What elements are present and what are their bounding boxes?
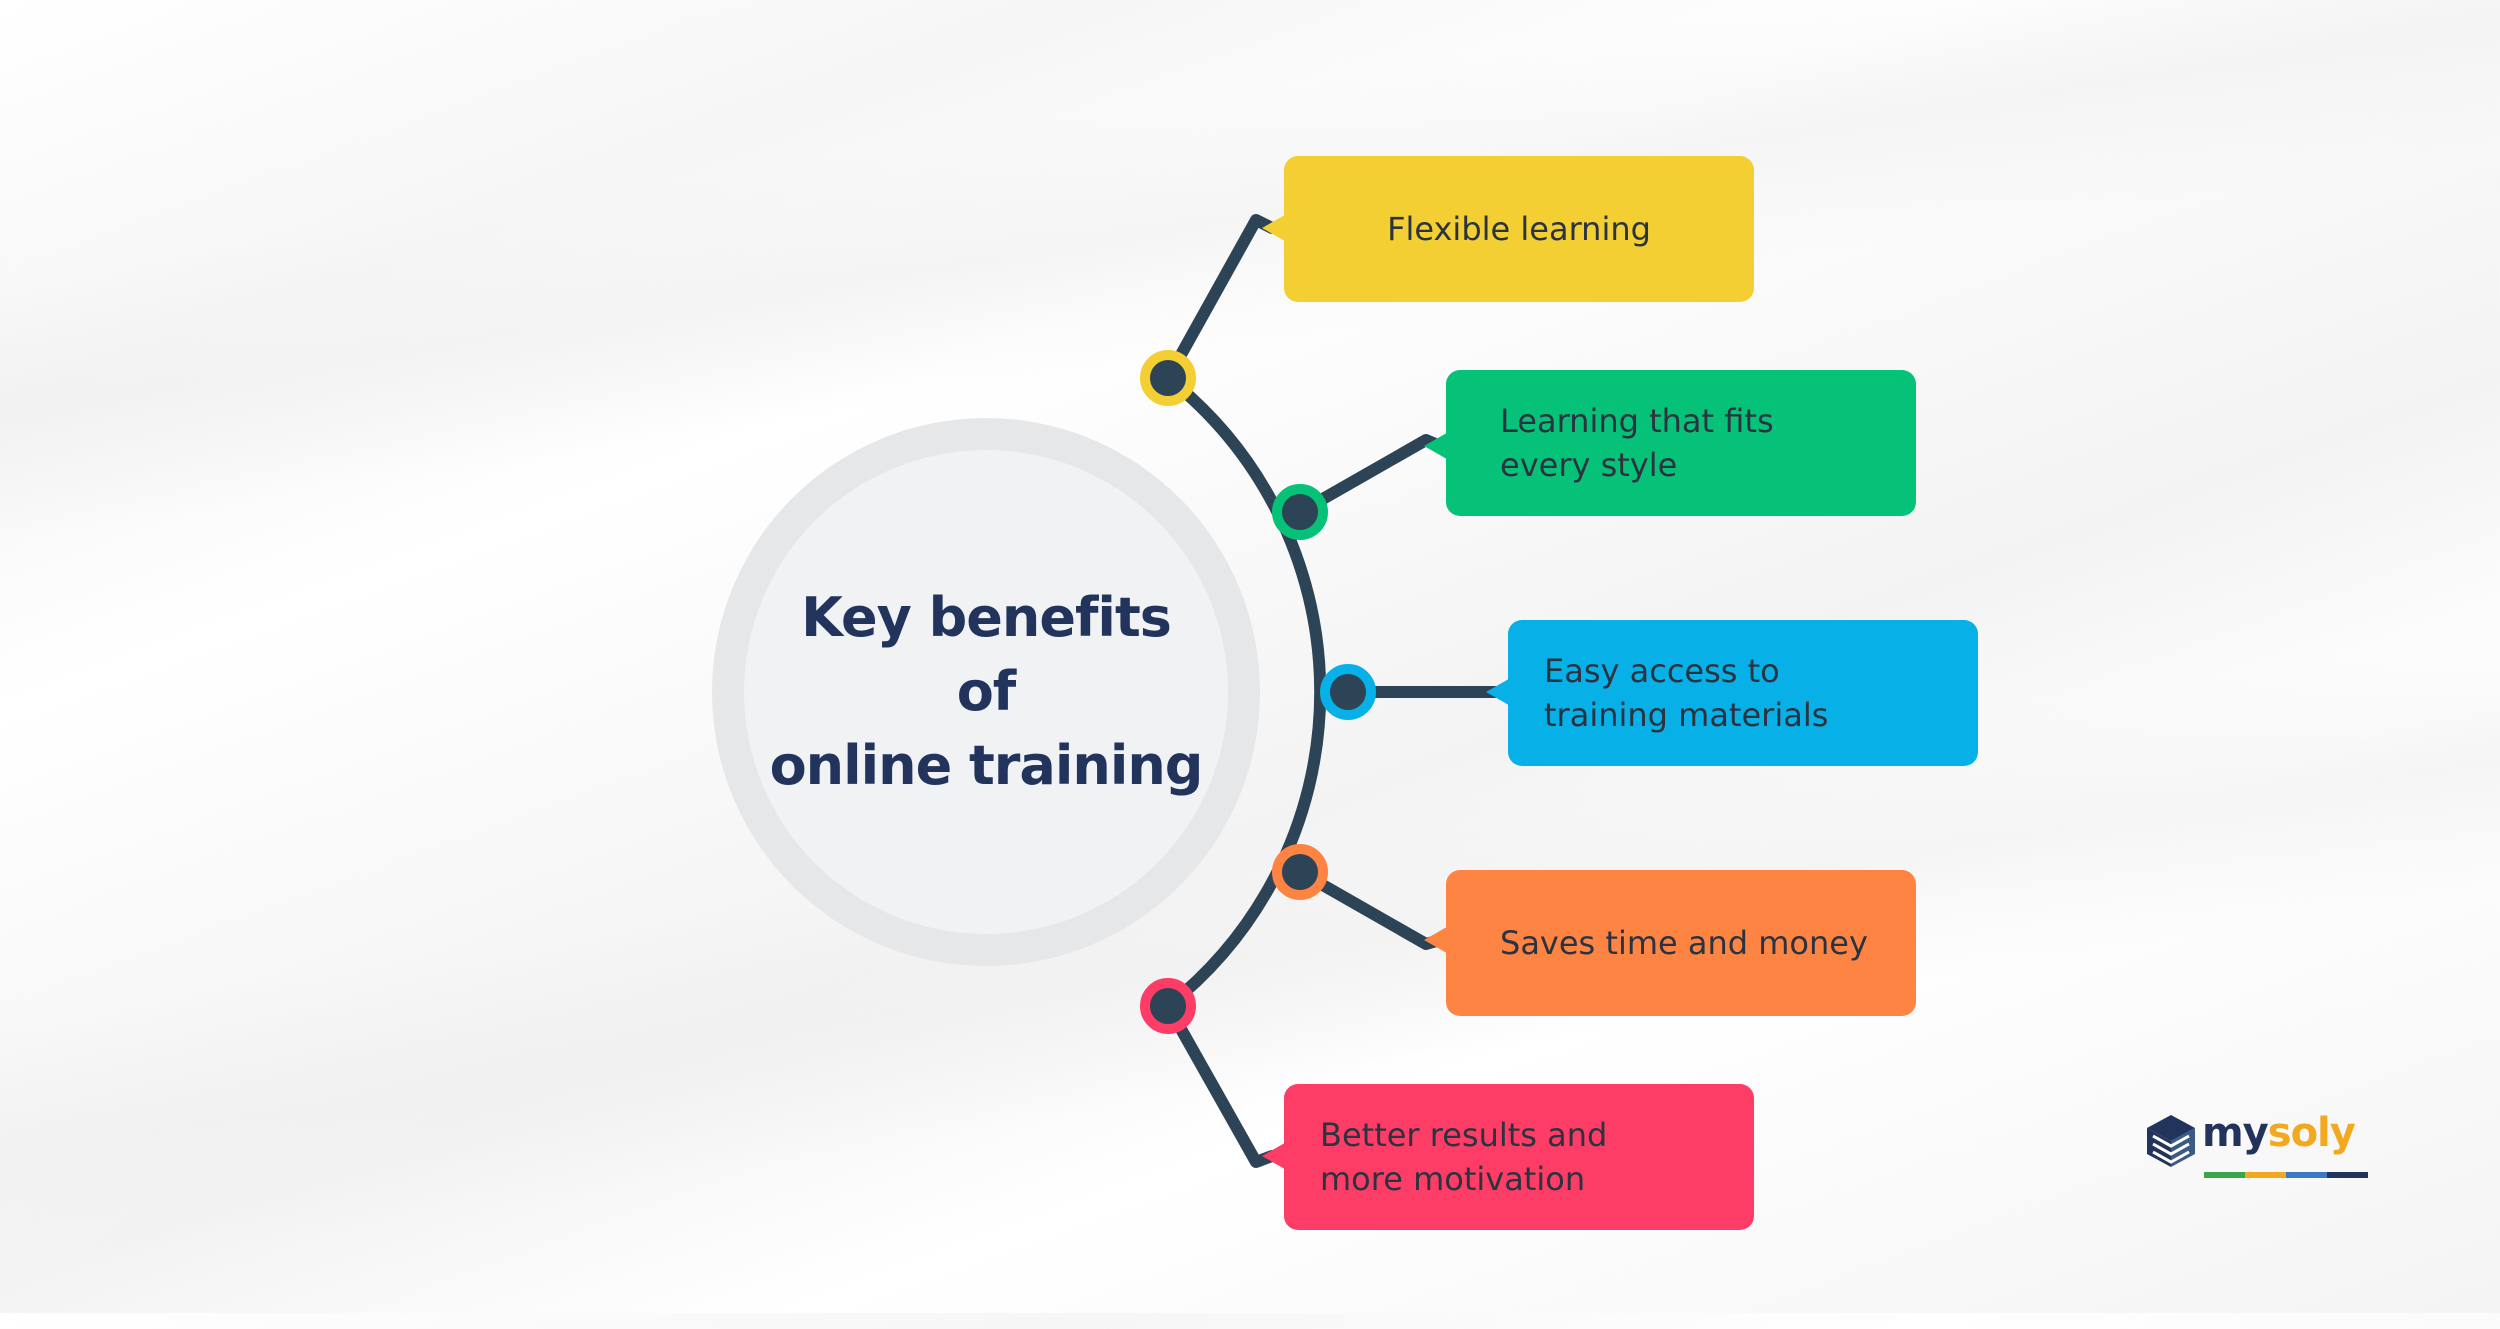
node-4	[1272, 844, 1328, 900]
benefit-box-better-results: Better results and more motivation	[1284, 1084, 1754, 1230]
node-1	[1140, 350, 1196, 406]
pointer-5	[1262, 1140, 1290, 1172]
brand-bar-segment	[2204, 1172, 2245, 1178]
benefit-label: Flexible learning	[1387, 210, 1651, 248]
node-3	[1320, 664, 1376, 720]
benefit-box-easy-access: Easy access to training materials	[1508, 620, 1978, 766]
brand-name-part2: soly	[2267, 1110, 2356, 1156]
hub-circle: Key benefits of online training	[744, 450, 1228, 934]
benefit-label: Learning that fits every style	[1500, 402, 1774, 484]
pointer-4	[1424, 924, 1452, 956]
brand-name-part1: my	[2202, 1110, 2269, 1156]
brand-bar-segment	[2286, 1172, 2327, 1178]
diagram-title: Key benefits of online training	[769, 586, 1204, 797]
connector-branch-1	[1162, 214, 1278, 384]
brand-color-bar	[2204, 1172, 2368, 1178]
node-2	[1272, 484, 1328, 540]
benefit-label: Better results and more motivation	[1320, 1116, 1608, 1198]
pointer-1	[1262, 212, 1290, 244]
brand-name: mysoly	[2202, 1108, 2356, 1158]
node-5	[1140, 978, 1196, 1034]
benefit-box-saves-time: Saves time and money	[1446, 870, 1916, 1016]
benefit-box-flexible-learning: Flexible learning	[1284, 156, 1754, 302]
brand-logo: mysoly	[2144, 1108, 2370, 1182]
brand-bar-segment	[2245, 1172, 2286, 1178]
pointer-2	[1424, 430, 1452, 462]
pointer-3	[1486, 676, 1514, 708]
connector-branch-5	[1162, 1000, 1278, 1168]
brand-bar-segment	[2327, 1172, 2368, 1178]
benefit-label: Saves time and money	[1500, 924, 1868, 962]
benefit-label: Easy access to training materials	[1544, 652, 1829, 734]
stacked-cube-logo-icon	[2147, 1115, 2195, 1167]
benefit-box-learning-style: Learning that fits every style	[1446, 370, 1916, 516]
